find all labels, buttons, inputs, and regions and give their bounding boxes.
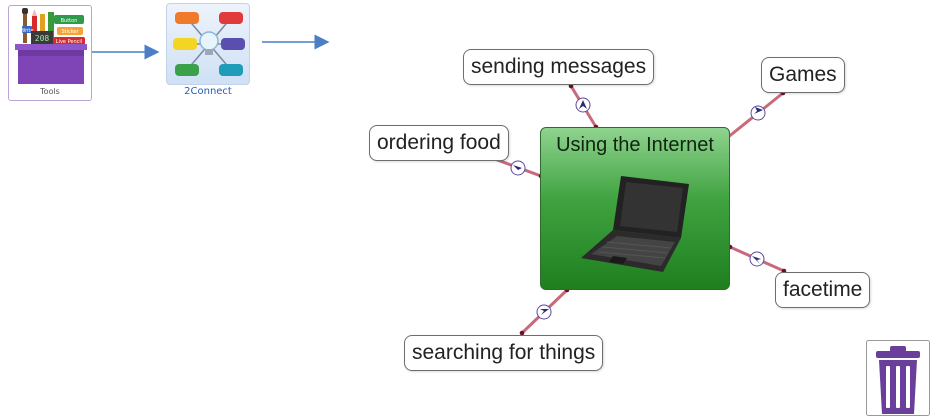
2connect-label: 2Connect bbox=[184, 86, 232, 97]
tools-icon-word-button: Button bbox=[61, 18, 78, 24]
node-sending-messages[interactable]: sending messages bbox=[463, 49, 655, 85]
tools-icon-word-write: Write bbox=[20, 28, 33, 34]
tools-icon: Button Sticker Write Live Pencil 208 bbox=[15, 8, 87, 84]
direction-marker-icon[interactable] bbox=[750, 105, 766, 121]
node-games[interactable]: Games bbox=[761, 57, 845, 93]
central-node[interactable]: Using the Internet bbox=[540, 127, 730, 290]
node-searching-for-things[interactable]: searching for things bbox=[404, 335, 604, 371]
laptop-icon bbox=[581, 176, 689, 272]
tools-icon-word-208: 208 bbox=[35, 34, 50, 43]
node-ordering-food[interactable]: ordering food bbox=[369, 125, 509, 161]
central-title: Using the Internet bbox=[556, 134, 714, 156]
tools-tile[interactable]: Button Sticker Write Live Pencil 208 Too… bbox=[8, 5, 92, 101]
mindmap-icon bbox=[173, 12, 245, 76]
tools-icon-word-live-pencil: Live Pencil bbox=[56, 39, 82, 45]
tools-icon-word-sticker: Sticker bbox=[61, 29, 79, 35]
tools-label: Tools bbox=[40, 87, 60, 96]
node-facetime[interactable]: facetime bbox=[775, 272, 871, 308]
trash-icon[interactable] bbox=[866, 340, 930, 416]
2connect-tile[interactable] bbox=[166, 3, 250, 85]
